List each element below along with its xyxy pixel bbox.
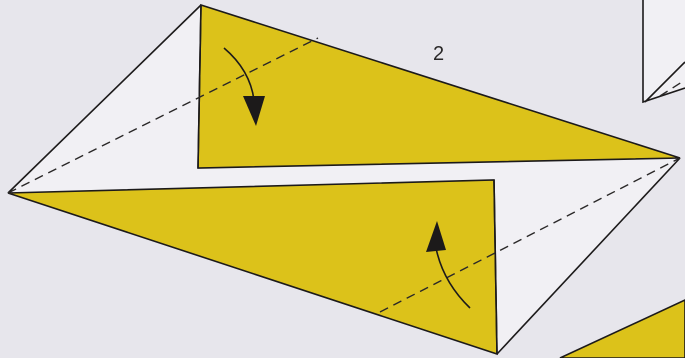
adjacent-diagram-top-right bbox=[642, 0, 685, 104]
step-number: 2 bbox=[433, 43, 444, 65]
diamond-outline-left-top bbox=[7, 4, 202, 194]
adjacent-diagram-bottom-right bbox=[559, 299, 685, 358]
lower-flap-right-edge bbox=[493, 179, 498, 355]
upper-fold-line bbox=[7, 37, 319, 194]
upper-flap-left-edge bbox=[197, 4, 202, 169]
diamond-outline-right-bottom bbox=[496, 157, 681, 355]
curved-arrow-down-icon bbox=[223, 47, 265, 126]
lower-fold-line bbox=[379, 157, 681, 313]
curved-arrow-up-icon bbox=[426, 221, 471, 309]
paper-diamond bbox=[8, 5, 680, 354]
